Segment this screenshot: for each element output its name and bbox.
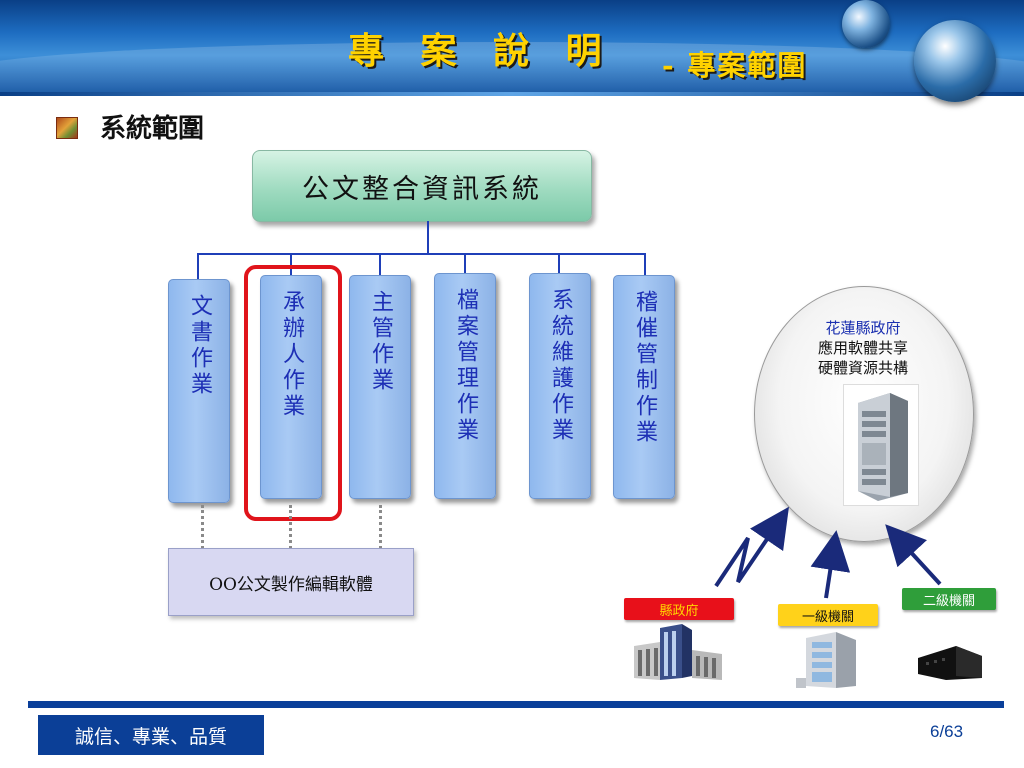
connector-drop	[464, 253, 466, 275]
server-icon	[843, 384, 919, 506]
dotted-link	[201, 505, 204, 549]
globe-icon-large	[914, 20, 996, 102]
footer-rule	[28, 701, 1004, 708]
header-sheen	[0, 42, 1024, 92]
slide-title: 專 案 說 明	[348, 30, 614, 72]
root-node-label: 公文整合資訊系統	[302, 173, 542, 205]
child-node-label: 文書作業	[187, 294, 212, 398]
agency-tag-county: 縣政府	[624, 598, 734, 620]
footer-motto-label: 誠信、專業、品質	[74, 725, 227, 748]
child-node-tracking: 稽催管制作業	[613, 275, 675, 499]
section-heading: 系統範圍	[100, 114, 205, 144]
footer-motto: 誠信、專業、品質	[38, 715, 264, 755]
child-node-archive: 檔案管理作業	[434, 273, 496, 499]
highlight-frame	[244, 265, 342, 521]
agency-tag-first-level: 一級機關	[778, 604, 878, 626]
agency-tag-label: 二級機關	[922, 593, 975, 609]
editor-software-box: OO公文製作編輯軟體	[168, 548, 414, 616]
child-node-label: 稽催管制作業	[632, 290, 657, 446]
child-node-label: 檔案管理作業	[453, 288, 478, 444]
building-icon-first-level	[796, 632, 856, 688]
platform-title: 花蓮縣政府	[825, 319, 901, 337]
header-rule	[0, 92, 1024, 96]
dotted-link	[289, 505, 292, 549]
editor-software-label: OO公文製作編輯軟體	[209, 574, 373, 595]
connector-trunk	[427, 221, 429, 254]
child-node-document: 文書作業	[168, 279, 230, 503]
slide-subtitle: - 專案範圍	[662, 49, 808, 82]
root-node: 公文整合資訊系統	[252, 150, 592, 222]
building-icon-second-level	[918, 646, 982, 680]
page-number: 6/63	[930, 722, 964, 741]
globe-icon-small	[842, 0, 890, 48]
child-node-label: 承辦人作業	[279, 290, 304, 420]
child-node-label: 系統維護作業	[548, 288, 573, 444]
child-node-handler: 承辦人作業	[260, 275, 322, 499]
arrow-first-level	[810, 530, 851, 599]
building-icon-county	[634, 624, 722, 680]
connector-bus	[197, 253, 646, 255]
agency-tag-label: 一級機關	[801, 609, 854, 625]
dotted-link	[379, 505, 382, 549]
child-node-supervisor: 主管作業	[349, 275, 411, 499]
connector-drop	[644, 253, 646, 277]
platform-line-2: 硬體資源共構	[817, 359, 908, 377]
child-node-label: 主管作業	[368, 290, 393, 394]
connector-drop	[379, 253, 381, 277]
connector-drop	[197, 253, 199, 279]
bullet-icon	[56, 117, 78, 139]
child-node-maintenance: 系統維護作業	[529, 273, 591, 499]
agency-tag-second-level: 二級機關	[902, 588, 996, 610]
arrow-county	[714, 506, 789, 588]
arrow-second-level	[885, 524, 942, 586]
platform-line-1: 應用軟體共享	[817, 339, 908, 357]
agency-tag-label: 縣政府	[659, 603, 699, 619]
connector-drop	[558, 253, 560, 275]
